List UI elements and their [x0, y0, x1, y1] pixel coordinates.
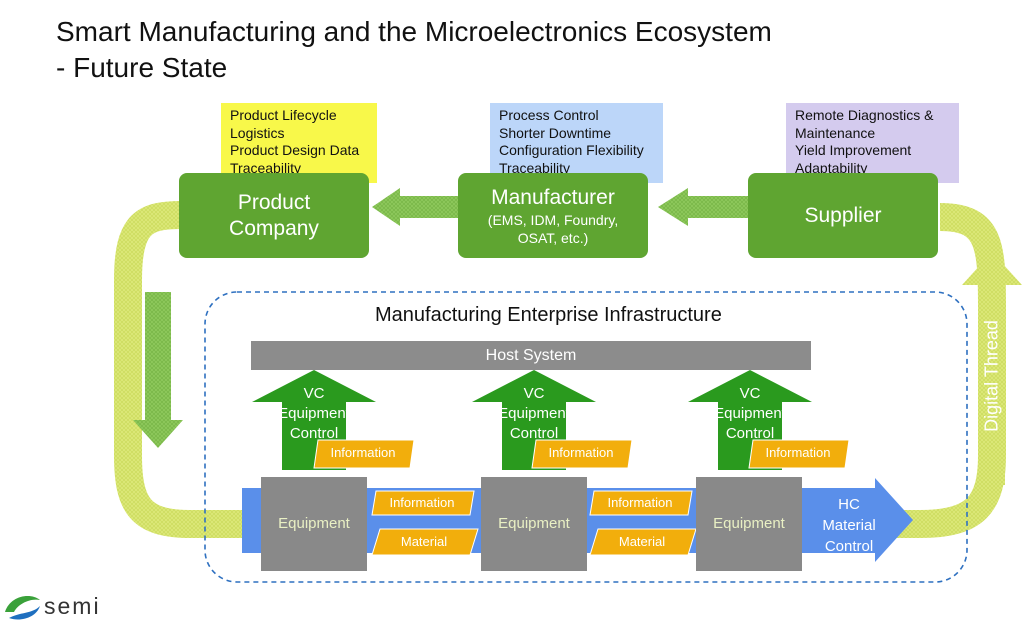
vc-info-tag-2: [531, 439, 633, 469]
arrow-manufacturer-to-product: [372, 188, 458, 226]
vc-info-tag-3: [748, 439, 850, 469]
thread-left-band: [145, 292, 171, 422]
digital-thread-label: Digital Thread: [981, 320, 1002, 432]
vc-info-label-2: Information: [548, 445, 614, 460]
equipment-3: Equipment: [696, 477, 802, 571]
equipment-1: Equipment: [261, 477, 367, 571]
flow-info-label-1: Information: [389, 495, 455, 510]
product-note: Product Lifecycle Logistics Product Desi…: [221, 103, 377, 183]
infrastructure-border: [204, 291, 968, 583]
arrow-supplier-to-manufacturer: [658, 188, 748, 226]
semi-logo-text: semi: [44, 593, 101, 619]
flow-material-label-2: Material: [618, 534, 666, 549]
thread-arrow-down: [133, 420, 183, 448]
flow-material-label-1: Material: [400, 534, 448, 549]
semi-logo-mark: [5, 596, 40, 612]
product-company-box: Product Company: [179, 173, 369, 258]
hc-material-control-label: HC Material Control: [822, 496, 876, 555]
flow-material-tag-2: [589, 528, 697, 556]
vc-info-label-3: Information: [765, 445, 831, 460]
flow-info-label-2: Information: [607, 495, 673, 510]
page-title: Smart Manufacturing and the Microelectro…: [56, 16, 772, 83]
equipment-2: Equipment: [481, 477, 587, 571]
flow-info-tag-2: [589, 490, 693, 516]
supplier-box: Supplier: [748, 173, 938, 258]
thread-arrow-up: [962, 252, 1022, 285]
manufacturer-note: Process Control Shorter Downtime Configu…: [490, 103, 663, 183]
infrastructure-title: Manufacturing Enterprise Infrastructure: [375, 304, 722, 326]
thread-right-band: [979, 285, 1005, 485]
flow-info-tag-1: [371, 490, 475, 516]
host-system-bar: Host System: [251, 341, 811, 370]
vc-info-tag-1: [313, 439, 415, 469]
vc-info-label-1: Information: [330, 445, 396, 460]
flow-material-tag-1: [371, 528, 479, 556]
manufacturer-box: Manufacturer (EMS, IDM, Foundry, OSAT, e…: [458, 173, 648, 258]
supplier-note: Remote Diagnostics & Maintenance Yield I…: [786, 103, 959, 183]
